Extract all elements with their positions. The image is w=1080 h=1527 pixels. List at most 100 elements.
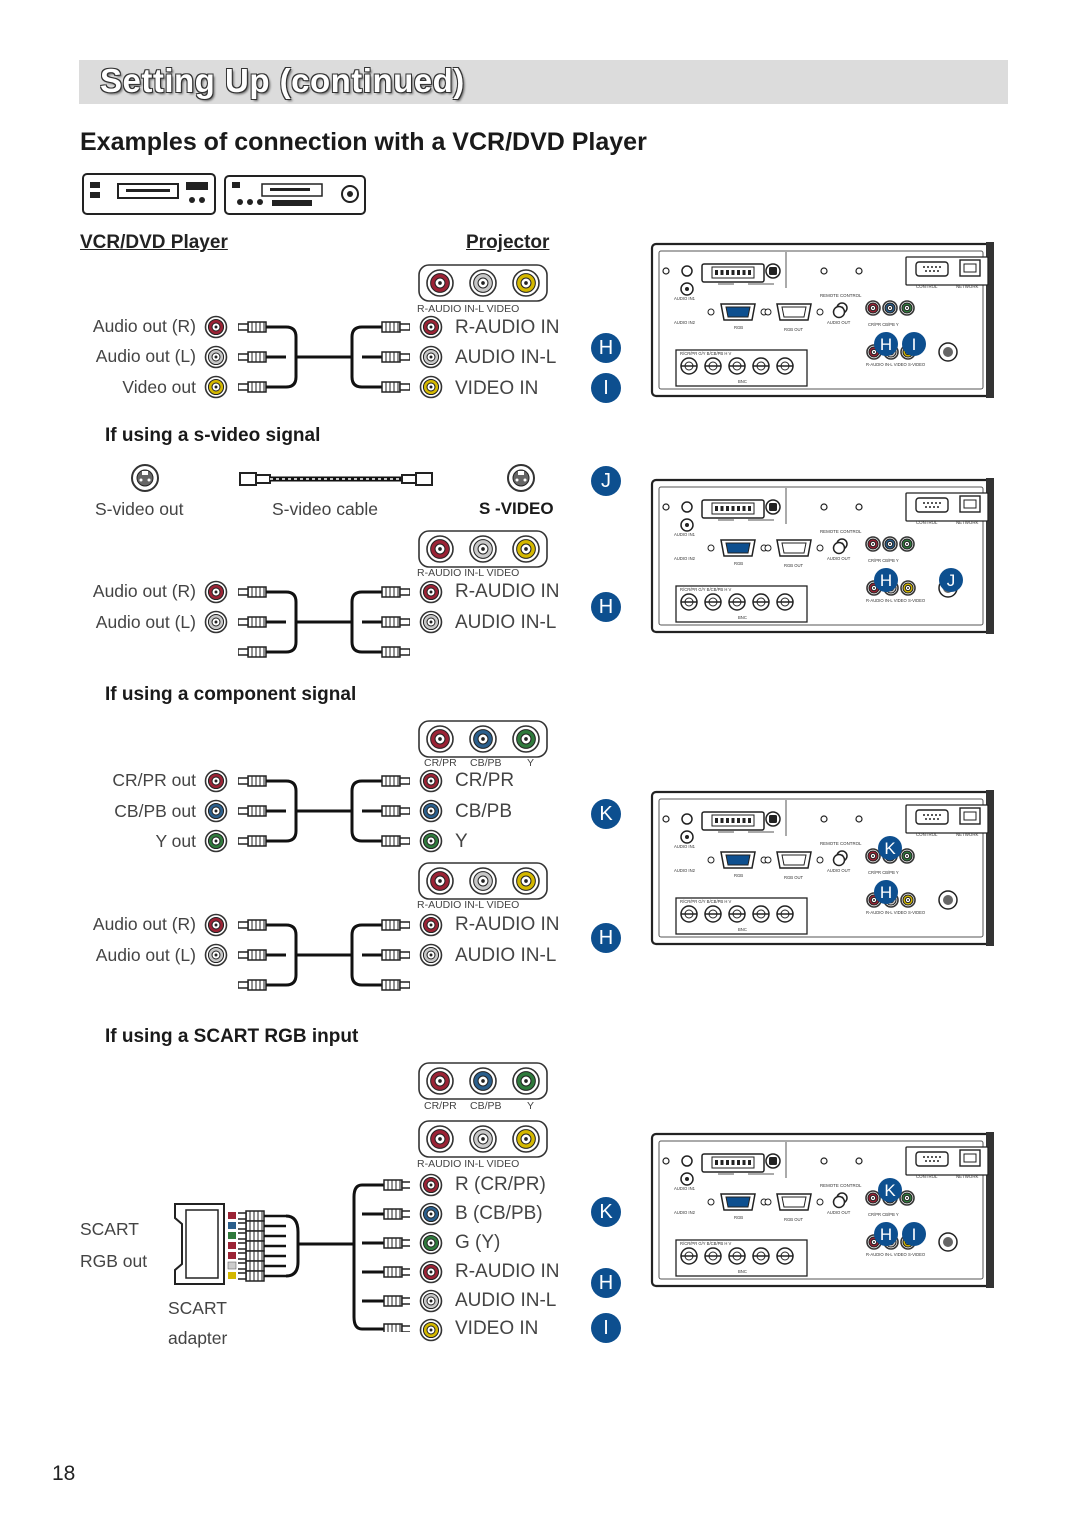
component-cr-jack — [865, 848, 881, 864]
control-pin — [939, 266, 941, 268]
rgb-out-label: RGB OUT — [784, 875, 804, 880]
yellow-jack — [204, 375, 228, 399]
cable-wire — [285, 779, 298, 843]
rca-plug — [238, 321, 267, 333]
audio-out-r-label: Audio out (R) — [92, 914, 196, 934]
audio-in2-label: AUDIO IN2 — [674, 1210, 696, 1215]
rca-cable-bundle — [238, 919, 410, 991]
white-jack — [204, 943, 228, 967]
projector-column-header: Projector — [466, 232, 550, 253]
bottom-port-labels: R-AUDIO IN-L VIDEO S-VIDEO — [866, 598, 926, 603]
bnc-top-label: R/CR/PR G/Y B/CB/PB H V — [680, 587, 732, 592]
audio-out-l-label: Audio out (L) — [95, 945, 196, 965]
vga-port-inner — [781, 1196, 807, 1208]
bnc-label: BNC — [738, 1269, 747, 1274]
dvi-pin — [726, 270, 729, 275]
dvi-pin — [731, 1160, 735, 1165]
screw-icon — [764, 308, 772, 316]
component-y-jack — [899, 848, 915, 864]
audio-in1-label: AUDIO IN1 — [674, 844, 696, 849]
audio-in2-label: AUDIO IN2 — [674, 556, 696, 561]
vcr-dvd-illustration — [82, 173, 366, 215]
audio-out-label: AUDIO OUT — [827, 1210, 851, 1215]
panel-badge-i: I — [902, 1222, 926, 1246]
network-port-inner — [963, 499, 977, 509]
svideo-section-title: If using a s-video signal — [105, 425, 321, 446]
projector-jacks — [419, 580, 443, 634]
blue-jack — [469, 1067, 497, 1095]
video-in-label: VIDEO IN — [455, 1318, 539, 1339]
cable-wire — [285, 590, 298, 654]
screw-icon — [855, 815, 863, 823]
yellow-jack — [419, 375, 443, 399]
control-pin — [927, 814, 929, 816]
component-strip-label-cr: CR/PR — [424, 1100, 457, 1112]
panel-badge-h: H — [874, 1222, 898, 1246]
control-pin — [925, 506, 927, 508]
rca-plug — [238, 1270, 265, 1282]
cable-wire — [350, 779, 363, 843]
component-cable-bundle — [238, 775, 410, 847]
white-jack — [469, 269, 497, 297]
cr-pr-out-label: CR/PR out — [112, 770, 196, 790]
dvi-pin — [731, 818, 735, 823]
rca-plug — [238, 1210, 265, 1222]
bnc-top-label: R/CR/PR G/Y B/CB/PB H V — [680, 899, 732, 904]
player-component-jacks — [204, 769, 228, 853]
red-jack — [204, 769, 228, 793]
rgb-label: RGB — [734, 561, 743, 566]
badge-h: H — [591, 1268, 621, 1298]
r-audio-in-label: R-AUDIO IN — [455, 581, 560, 602]
rca-plug — [381, 381, 410, 393]
network-port-inner — [963, 263, 977, 273]
red-jack — [204, 580, 228, 604]
dvi-pin — [720, 506, 724, 511]
screw-icon — [662, 503, 670, 511]
player-jacks — [204, 580, 228, 634]
rca-plug — [238, 1260, 265, 1272]
control-pin — [929, 818, 931, 820]
component-strip-label-cb: CB/PB — [470, 1100, 502, 1112]
scart-adapter-label-1: SCART — [168, 1298, 227, 1318]
rgb-label: RGB — [734, 325, 743, 330]
vga-port-inner — [781, 306, 807, 318]
audio-out-label: AUDIO OUT — [827, 320, 851, 325]
badge-h: H — [591, 923, 621, 953]
rca-plug — [381, 835, 410, 847]
control-label: CONTROL — [916, 284, 938, 289]
rca-plug — [238, 1240, 265, 1252]
panel-badge-h: H — [874, 880, 898, 904]
usb-port-inner — [769, 1157, 777, 1165]
green-jack — [512, 725, 540, 753]
svideo-port-inner — [943, 347, 953, 357]
svg-text:J: J — [947, 571, 956, 590]
badge-k: K — [591, 1197, 621, 1227]
panel-badge-j: J — [939, 568, 963, 592]
green-jack — [512, 1067, 540, 1095]
round-port-icon — [681, 265, 693, 277]
audio-in-l-label: AUDIO IN-L — [455, 347, 557, 368]
svg-text:H: H — [880, 1225, 892, 1244]
screw-icon — [816, 544, 824, 552]
bnc-top-label: R/CR/PR G/Y B/CB/PB H V — [680, 351, 732, 356]
svg-text:H: H — [880, 571, 892, 590]
scart-section-title: If using a SCART RGB input — [105, 1026, 359, 1047]
rca-plug — [238, 979, 267, 991]
blue-jack — [204, 799, 228, 823]
rca-plug — [238, 805, 267, 817]
component-labels: CR/PR CB/PB Y — [868, 870, 899, 875]
screw-icon — [764, 1198, 772, 1206]
audio-out-l-label: Audio out (L) — [95, 612, 196, 632]
projector-scart-jacks — [419, 1173, 443, 1342]
rca-plug — [238, 616, 267, 628]
y-out-label: Y out — [155, 831, 196, 851]
component-strip-label-y: Y — [527, 757, 535, 769]
control-pin — [925, 1160, 927, 1162]
red-jack — [426, 1125, 454, 1153]
section-heading: Examples of connection with a VCR/DVD Pl… — [80, 128, 647, 156]
control-pin — [923, 814, 925, 816]
rca-plug — [381, 616, 410, 628]
rca-plug — [381, 805, 410, 817]
svg-text:K: K — [884, 1181, 896, 1200]
